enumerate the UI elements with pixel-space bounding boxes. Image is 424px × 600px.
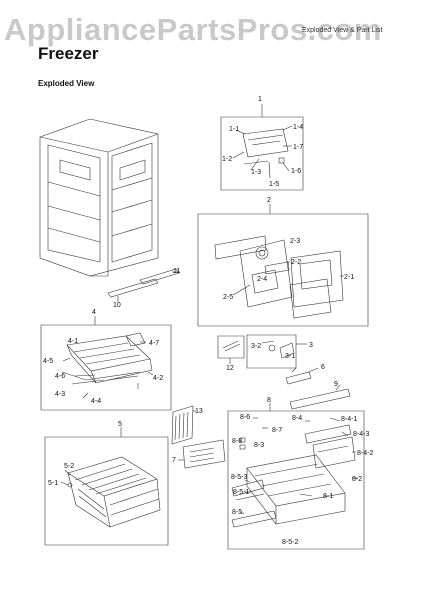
callout-5-2: 5-2 [64, 463, 74, 470]
callout-8-4: 8-4 [292, 415, 302, 422]
part-12-drawing [217, 335, 245, 364]
callout-labels: 1 1-1 1-2 1-3 1-4 1-5 1-6 1-7 2 2-1 2-2 … [43, 96, 373, 546]
callout-2-1: 2-1 [344, 274, 354, 281]
group-1-frame [220, 104, 304, 191]
callout-8-4-3: 8-4-3 [353, 431, 369, 438]
callout-6: 6 [321, 364, 325, 371]
callout-8-5-2: 8-5-2 [282, 539, 298, 546]
callout-1-2: 1-2 [222, 156, 232, 163]
callout-12: 12 [226, 365, 234, 372]
callout-2: 2 [267, 197, 271, 204]
watermark-logo: AppliancePartsPros.com [4, 12, 382, 47]
callout-1-6: 1-6 [291, 168, 301, 175]
callout-13: 13 [195, 408, 203, 415]
callout-4-6: 4-6 [55, 373, 65, 380]
callout-8-1: 8-1 [323, 493, 333, 500]
callout-2-3: 2-3 [290, 238, 300, 245]
callout-4-1: 4-1 [68, 338, 78, 345]
callout-5: 5 [118, 421, 122, 428]
callout-3-2: 3-2 [251, 343, 261, 350]
diagram-subtitle: Exploded View [38, 79, 95, 88]
callout-1: 1 [258, 96, 262, 103]
callout-3: 3 [309, 342, 313, 349]
part-9-drawing [289, 384, 351, 410]
callout-4-2: 4-2 [153, 375, 163, 382]
callout-3-1: 3-1 [285, 353, 295, 360]
group-8-frame [227, 403, 365, 550]
callout-1-5: 1-5 [269, 181, 279, 188]
callout-8-2: 8-2 [352, 476, 362, 483]
callout-4-3: 4-3 [55, 391, 65, 398]
callout-8-5-1: 8-5-1 [233, 489, 249, 496]
group-3-drawing [246, 334, 307, 369]
callout-8-3: 8-3 [254, 442, 264, 449]
group-5-frame [44, 427, 169, 546]
callout-8-5-3: 8-5-3 [231, 474, 247, 481]
part-13-drawing [171, 405, 196, 445]
callout-8-6: 8-6 [240, 414, 250, 421]
callout-2-2: 2-2 [291, 259, 301, 266]
callout-8-4-1: 8-4-1 [341, 416, 357, 423]
callout-5-1: 5-1 [48, 480, 58, 487]
callout-8: 8 [267, 397, 271, 404]
callout-7: 7 [172, 457, 176, 464]
callout-8-7: 8-7 [272, 427, 282, 434]
group-4-frame [40, 316, 172, 411]
callout-4-4: 4-4 [91, 398, 101, 405]
callout-1-7: 1-7 [293, 144, 303, 151]
group-2-frame [197, 204, 369, 327]
refrigerator-cabinet-drawing [39, 118, 159, 277]
page-title: Freezer [38, 44, 99, 63]
callout-1-1: 1-1 [229, 126, 239, 133]
callout-4: 4 [92, 309, 96, 316]
callout-4-7: 4-7 [149, 340, 159, 347]
callout-1-4: 1-4 [293, 124, 303, 131]
callout-10: 10 [113, 302, 121, 309]
callout-8-4-2: 8-4-2 [357, 450, 373, 457]
section-header: Exploded View & Part List [302, 27, 383, 34]
callout-11: 11 [173, 268, 180, 275]
callout-4-5: 4-5 [43, 358, 53, 365]
part-10-11-drawing [107, 268, 180, 302]
callout-8-8: 8-8 [232, 438, 242, 445]
callout-8-5: 8-5 [232, 509, 242, 516]
callout-1-3: 1-3 [251, 169, 261, 176]
callout-9: 9 [334, 381, 338, 388]
callout-2-4: 2-4 [257, 276, 267, 283]
callout-2-5: 2-5 [223, 294, 233, 301]
part-7-drawing [178, 439, 226, 469]
part-6-drawing [285, 367, 319, 385]
